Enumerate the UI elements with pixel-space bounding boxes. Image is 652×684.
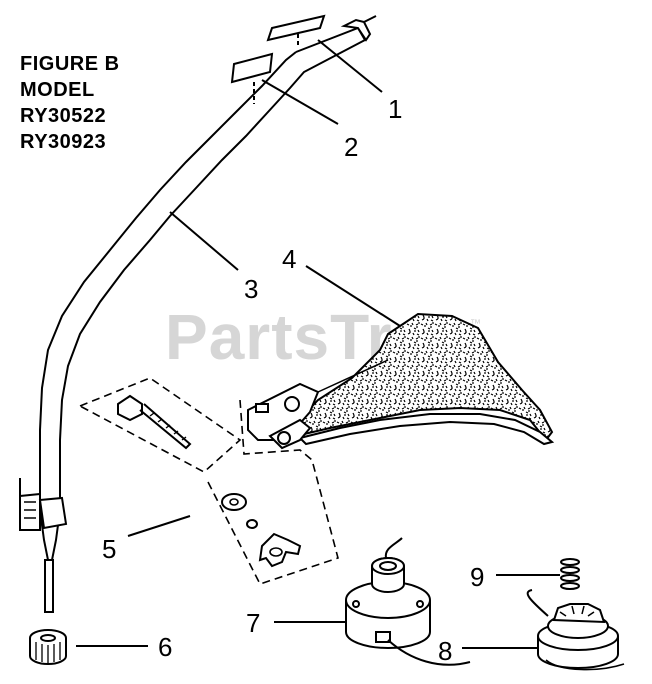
- callout-3: 3: [244, 274, 259, 304]
- knob: [29, 629, 67, 665]
- spool-assembly: [526, 589, 625, 671]
- spring: [560, 558, 580, 590]
- callout-2: 2: [344, 132, 359, 162]
- leader-lines: [76, 39, 560, 649]
- callout-1: 1: [388, 94, 403, 124]
- callout-9: 9: [470, 562, 485, 592]
- callout-4: 4: [282, 244, 297, 274]
- model-number-2: RY30923: [20, 131, 107, 153]
- cutting-guard: [247, 312, 555, 450]
- spool-housing: [345, 537, 471, 666]
- model-number-1: RY30522: [20, 105, 107, 127]
- curved-shaft: [19, 15, 377, 613]
- watermark-trademark: ™: [470, 318, 481, 330]
- callout-5: 5: [102, 534, 117, 564]
- decal-label-2: [230, 52, 274, 104]
- decal-label-1: [266, 14, 326, 48]
- figure-title: FIGURE B: [20, 53, 120, 75]
- callout-7: 7: [246, 608, 261, 638]
- callout-8: 8: [438, 636, 453, 666]
- model-label: MODEL: [20, 79, 95, 101]
- callout-6: 6: [158, 632, 173, 662]
- hardware-kit: [78, 377, 339, 585]
